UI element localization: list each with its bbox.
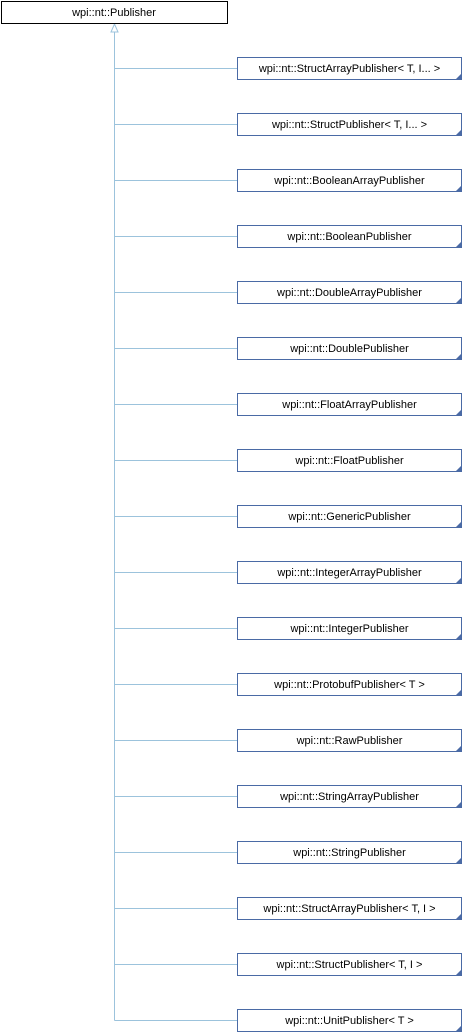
node-corner-marker bbox=[455, 745, 462, 752]
inheritance-arrowhead bbox=[110, 22, 119, 33]
derived-class-label: wpi::nt::IntegerPublisher bbox=[289, 623, 408, 635]
derived-class-box bbox=[237, 449, 462, 472]
root-class-node[interactable]: wpi::nt::Publisher bbox=[1, 1, 228, 24]
derived-class-label: wpi::nt::StructPublisher< T, I > bbox=[276, 959, 423, 971]
derived-class-node[interactable]: wpi::nt::FloatArrayPublisher bbox=[237, 393, 462, 416]
inheritance-edges bbox=[110, 22, 237, 1021]
derived-class-node[interactable]: wpi::nt::StructPublisher< T, I... > bbox=[237, 113, 462, 136]
derived-class-box bbox=[237, 169, 462, 192]
derived-class-node[interactable]: wpi::nt::BooleanArrayPublisher bbox=[237, 169, 462, 192]
node-corner-marker bbox=[455, 241, 462, 248]
derived-class-nodes: wpi::nt::StructArrayPublisher< T, I... >… bbox=[237, 57, 462, 1032]
node-corner-marker bbox=[455, 465, 462, 472]
derived-class-box bbox=[237, 337, 462, 360]
derived-class-node[interactable]: wpi::nt::StructArrayPublisher< T, I > bbox=[237, 897, 462, 920]
node-corner-marker bbox=[455, 521, 462, 528]
node-corner-marker bbox=[455, 857, 462, 864]
derived-class-box bbox=[237, 393, 462, 416]
derived-class-label: wpi::nt::DoublePublisher bbox=[289, 343, 409, 355]
derived-class-node[interactable]: wpi::nt::IntegerPublisher bbox=[237, 617, 462, 640]
node-corner-marker bbox=[455, 353, 462, 360]
node-corner-marker bbox=[455, 73, 462, 80]
derived-class-box bbox=[237, 785, 462, 808]
derived-class-node[interactable]: wpi::nt::FloatPublisher bbox=[237, 449, 462, 472]
root-class-label: wpi::nt::Publisher bbox=[71, 7, 156, 19]
derived-class-label: wpi::nt::StringArrayPublisher bbox=[279, 791, 419, 803]
node-corner-marker bbox=[455, 297, 462, 304]
derived-class-label: wpi::nt::BooleanPublisher bbox=[286, 231, 411, 243]
node-corner-marker bbox=[455, 409, 462, 416]
derived-class-node[interactable]: wpi::nt::GenericPublisher bbox=[237, 505, 462, 528]
derived-class-node[interactable]: wpi::nt::StructPublisher< T, I > bbox=[237, 953, 462, 976]
derived-class-node[interactable]: wpi::nt::UnitPublisher< T > bbox=[237, 1009, 462, 1032]
derived-class-box bbox=[237, 225, 462, 248]
derived-class-box bbox=[237, 505, 462, 528]
node-corner-marker bbox=[455, 689, 462, 696]
derived-class-label: wpi::nt::FloatArrayPublisher bbox=[281, 399, 417, 411]
node-corner-marker bbox=[455, 633, 462, 640]
node-corner-marker bbox=[455, 129, 462, 136]
node-corner-marker bbox=[455, 185, 462, 192]
derived-class-label: wpi::nt::BooleanArrayPublisher bbox=[273, 175, 425, 187]
derived-class-label: wpi::nt::StructArrayPublisher< T, I... > bbox=[258, 63, 440, 75]
node-corner-marker bbox=[455, 1025, 462, 1032]
node-corner-marker bbox=[455, 577, 462, 584]
derived-class-label: wpi::nt::DoubleArrayPublisher bbox=[276, 287, 422, 299]
derived-class-box bbox=[237, 673, 462, 696]
derived-class-node[interactable]: wpi::nt::DoublePublisher bbox=[237, 337, 462, 360]
root-class-box bbox=[1, 1, 228, 24]
derived-class-box bbox=[237, 57, 462, 80]
derived-class-node[interactable]: wpi::nt::ProtobufPublisher< T > bbox=[237, 673, 462, 696]
derived-class-box bbox=[237, 897, 462, 920]
derived-class-node[interactable]: wpi::nt::DoubleArrayPublisher bbox=[237, 281, 462, 304]
derived-class-label: wpi::nt::GenericPublisher bbox=[287, 511, 411, 523]
node-corner-marker bbox=[455, 801, 462, 808]
derived-class-label: wpi::nt::RawPublisher bbox=[296, 735, 403, 747]
derived-class-node[interactable]: wpi::nt::IntegerArrayPublisher bbox=[237, 561, 462, 584]
derived-class-box bbox=[237, 841, 462, 864]
derived-class-box bbox=[237, 617, 462, 640]
derived-class-node[interactable]: wpi::nt::StructArrayPublisher< T, I... > bbox=[237, 57, 462, 80]
node-corner-marker bbox=[455, 913, 462, 920]
derived-class-box bbox=[237, 729, 462, 752]
derived-class-label: wpi::nt::IntegerArrayPublisher bbox=[276, 567, 422, 579]
derived-class-box bbox=[237, 561, 462, 584]
derived-class-label: wpi::nt::StringPublisher bbox=[292, 847, 406, 859]
derived-class-label: wpi::nt::UnitPublisher< T > bbox=[284, 1015, 414, 1027]
derived-class-box bbox=[237, 113, 462, 136]
derived-class-box bbox=[237, 281, 462, 304]
node-corner-marker bbox=[455, 969, 462, 976]
derived-class-node[interactable]: wpi::nt::RawPublisher bbox=[237, 729, 462, 752]
derived-class-node[interactable]: wpi::nt::StringPublisher bbox=[237, 841, 462, 864]
derived-class-box bbox=[237, 953, 462, 976]
derived-class-label: wpi::nt::StructArrayPublisher< T, I > bbox=[262, 903, 435, 915]
derived-class-label: wpi::nt::ProtobufPublisher< T > bbox=[273, 679, 425, 691]
derived-class-label: wpi::nt::StructPublisher< T, I... > bbox=[271, 119, 427, 131]
derived-class-label: wpi::nt::FloatPublisher bbox=[294, 455, 404, 467]
derived-class-node[interactable]: wpi::nt::StringArrayPublisher bbox=[237, 785, 462, 808]
derived-class-node[interactable]: wpi::nt::BooleanPublisher bbox=[237, 225, 462, 248]
